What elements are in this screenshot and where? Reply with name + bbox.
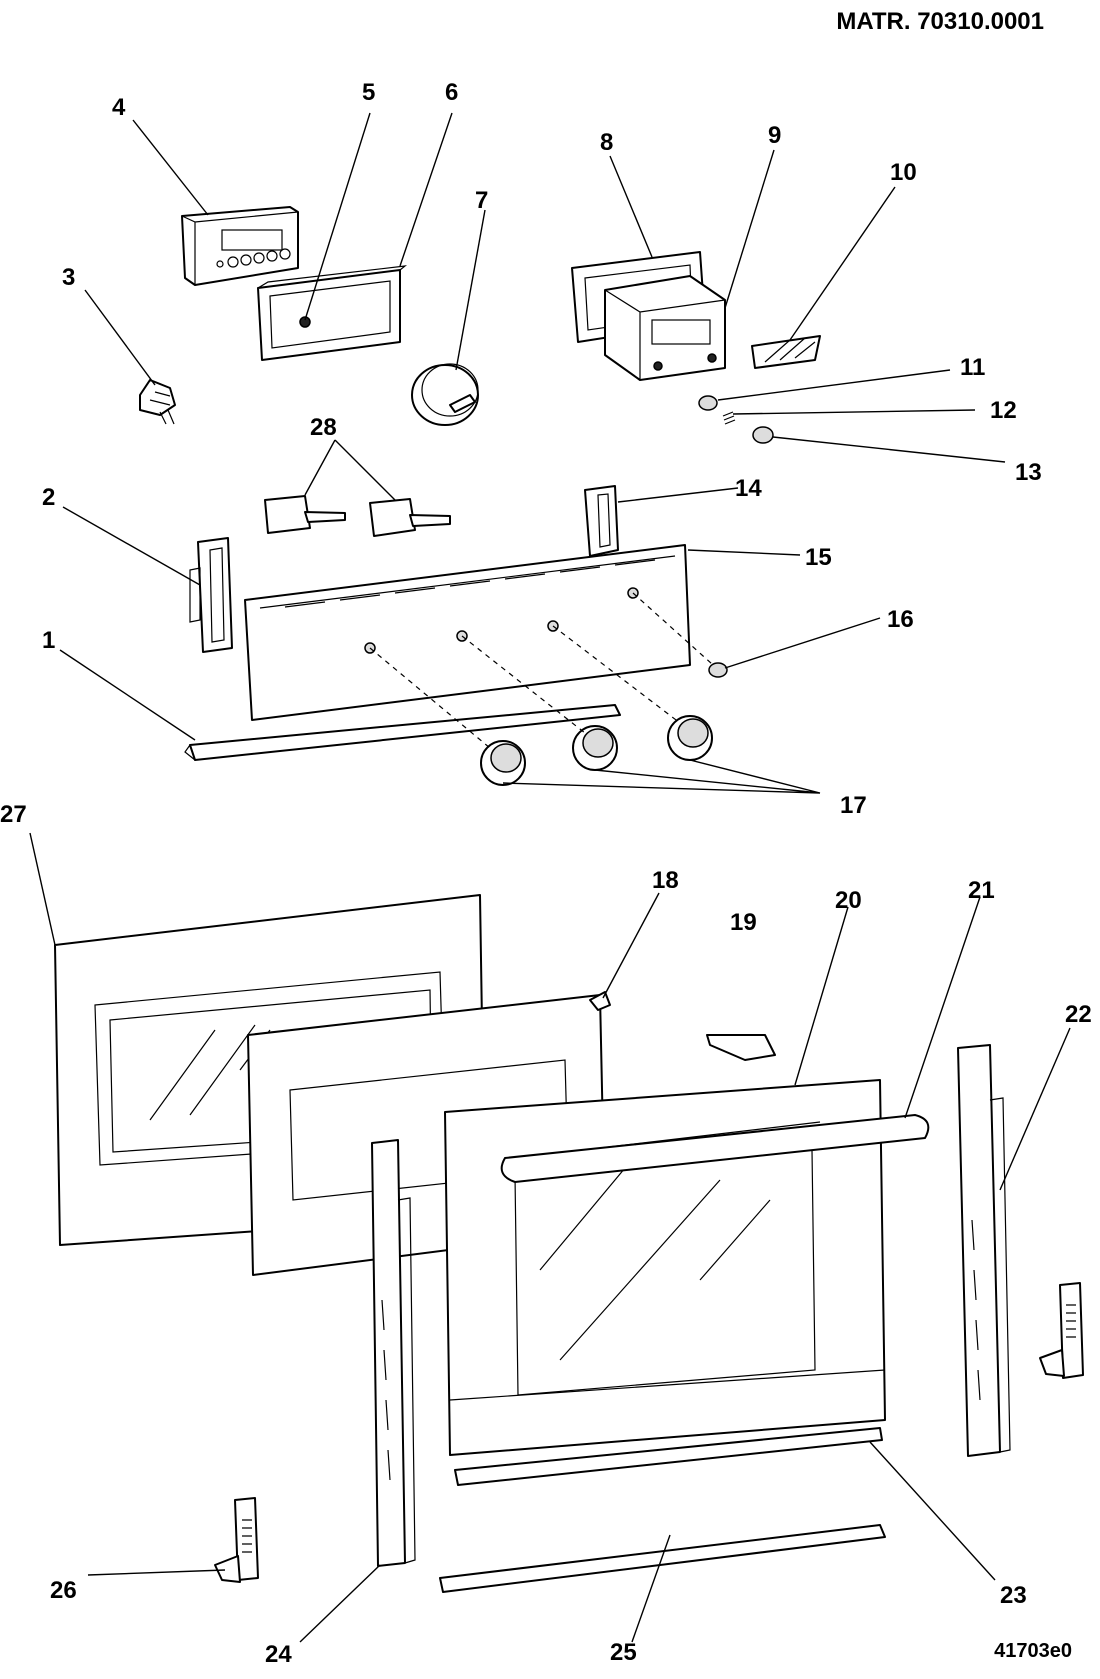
part-11-13-knob-parts <box>698 395 774 444</box>
part-7-rotary-switch <box>411 363 479 426</box>
part-23-bottom-trim <box>454 1427 883 1486</box>
callout-27: 27 <box>0 801 27 828</box>
drawing-reference: 41703e0 <box>994 1640 1072 1662</box>
callout-22: 22 <box>1065 1001 1092 1028</box>
callout-3: 3 <box>62 264 75 291</box>
callout-21: 21 <box>968 877 995 904</box>
part-19-clip <box>706 1034 776 1061</box>
callout-8: 8 <box>600 129 613 156</box>
callout-12: 12 <box>990 397 1017 424</box>
drawing-code: MATR. 70310.0001 <box>836 8 1044 35</box>
part-21-handle <box>500 1114 930 1183</box>
callout-5: 5 <box>362 79 375 106</box>
part-28-switches <box>264 495 451 537</box>
part-17-knobs <box>480 715 713 786</box>
callout-15: 15 <box>805 544 832 571</box>
callout-19: 19 <box>730 909 757 936</box>
part-1-profile <box>184 704 621 761</box>
callout-16: 16 <box>887 606 914 633</box>
part-6-timer-frame <box>257 265 408 361</box>
part-hinge-right <box>1039 1282 1084 1379</box>
part-15-control-panel <box>244 544 691 721</box>
callout-23: 23 <box>1000 1582 1027 1609</box>
callout-25: 25 <box>610 1639 637 1666</box>
part-14-bracket-right <box>584 485 619 557</box>
callout-24: 24 <box>265 1641 292 1668</box>
part-22-side-channel-right <box>957 1044 1011 1457</box>
callout-1: 1 <box>42 627 55 654</box>
callout-28: 28 <box>310 414 337 441</box>
part-9-display-module <box>604 275 726 381</box>
leader-lines <box>29 112 1071 1643</box>
callout-13: 13 <box>1015 459 1042 486</box>
part-26-hinge-left <box>214 1497 259 1583</box>
callout-10: 10 <box>890 159 917 186</box>
part-10-display-lens <box>751 335 821 369</box>
callout-labels: 1 2 3 4 5 6 7 8 9 10 11 12 13 14 15 16 1… <box>0 79 1092 1668</box>
callout-17: 17 <box>840 792 867 819</box>
part-16-bush <box>708 662 728 678</box>
callout-7: 7 <box>475 187 488 214</box>
callout-4: 4 <box>112 94 126 121</box>
callout-2: 2 <box>42 484 55 511</box>
callout-14: 14 <box>735 475 762 502</box>
callout-20: 20 <box>835 887 862 914</box>
callout-26: 26 <box>50 1577 77 1604</box>
callout-18: 18 <box>652 867 679 894</box>
part-24-side-channel-left <box>371 1139 416 1567</box>
callout-6: 6 <box>445 79 458 106</box>
callout-9: 9 <box>768 122 781 149</box>
part-2-bracket-left <box>189 537 233 653</box>
part-4-timer-module <box>181 206 299 286</box>
part-25-bottom-profile <box>439 1524 886 1593</box>
callout-11: 11 <box>960 354 985 381</box>
part-3-lamp-holder <box>139 379 176 425</box>
